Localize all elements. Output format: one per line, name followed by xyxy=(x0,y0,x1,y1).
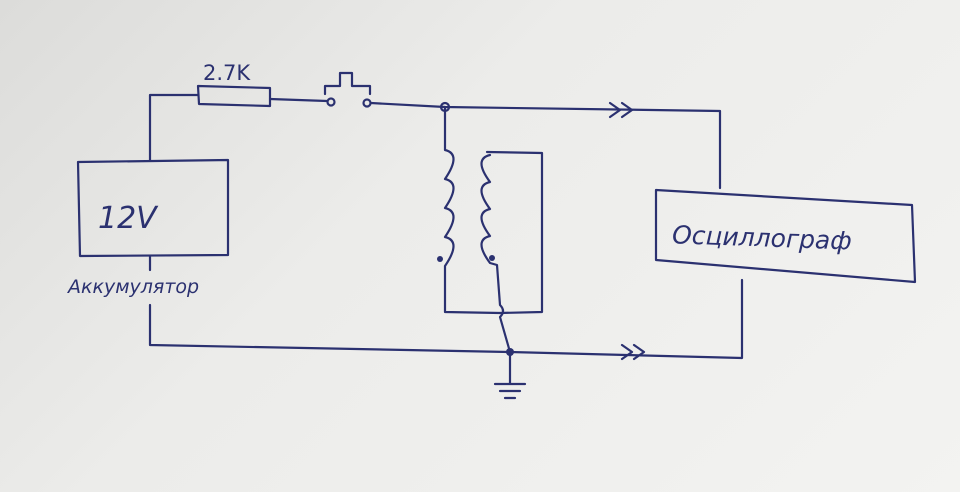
battery: 12V xyxy=(76,158,230,258)
wire-resistor-switch xyxy=(268,97,329,103)
arrow-top-icon xyxy=(608,101,634,119)
battery-caption: Аккумулятор xyxy=(66,276,199,298)
primary-coil xyxy=(437,105,502,315)
resistor-label: 2.7K xyxy=(203,61,251,85)
arrow-bottom-icon xyxy=(620,343,646,361)
oscilloscope-label: Осциллограф xyxy=(672,220,853,255)
secondary-coil xyxy=(480,150,544,354)
ground-icon xyxy=(493,350,527,400)
wire-top-signal xyxy=(369,101,722,190)
battery-label: 12V xyxy=(98,201,159,236)
resistor: 2.7K xyxy=(196,61,272,108)
wire-battery-resistor xyxy=(148,93,200,162)
oscilloscope: Осциллограф xyxy=(654,188,917,284)
push-button-switch xyxy=(323,71,372,108)
